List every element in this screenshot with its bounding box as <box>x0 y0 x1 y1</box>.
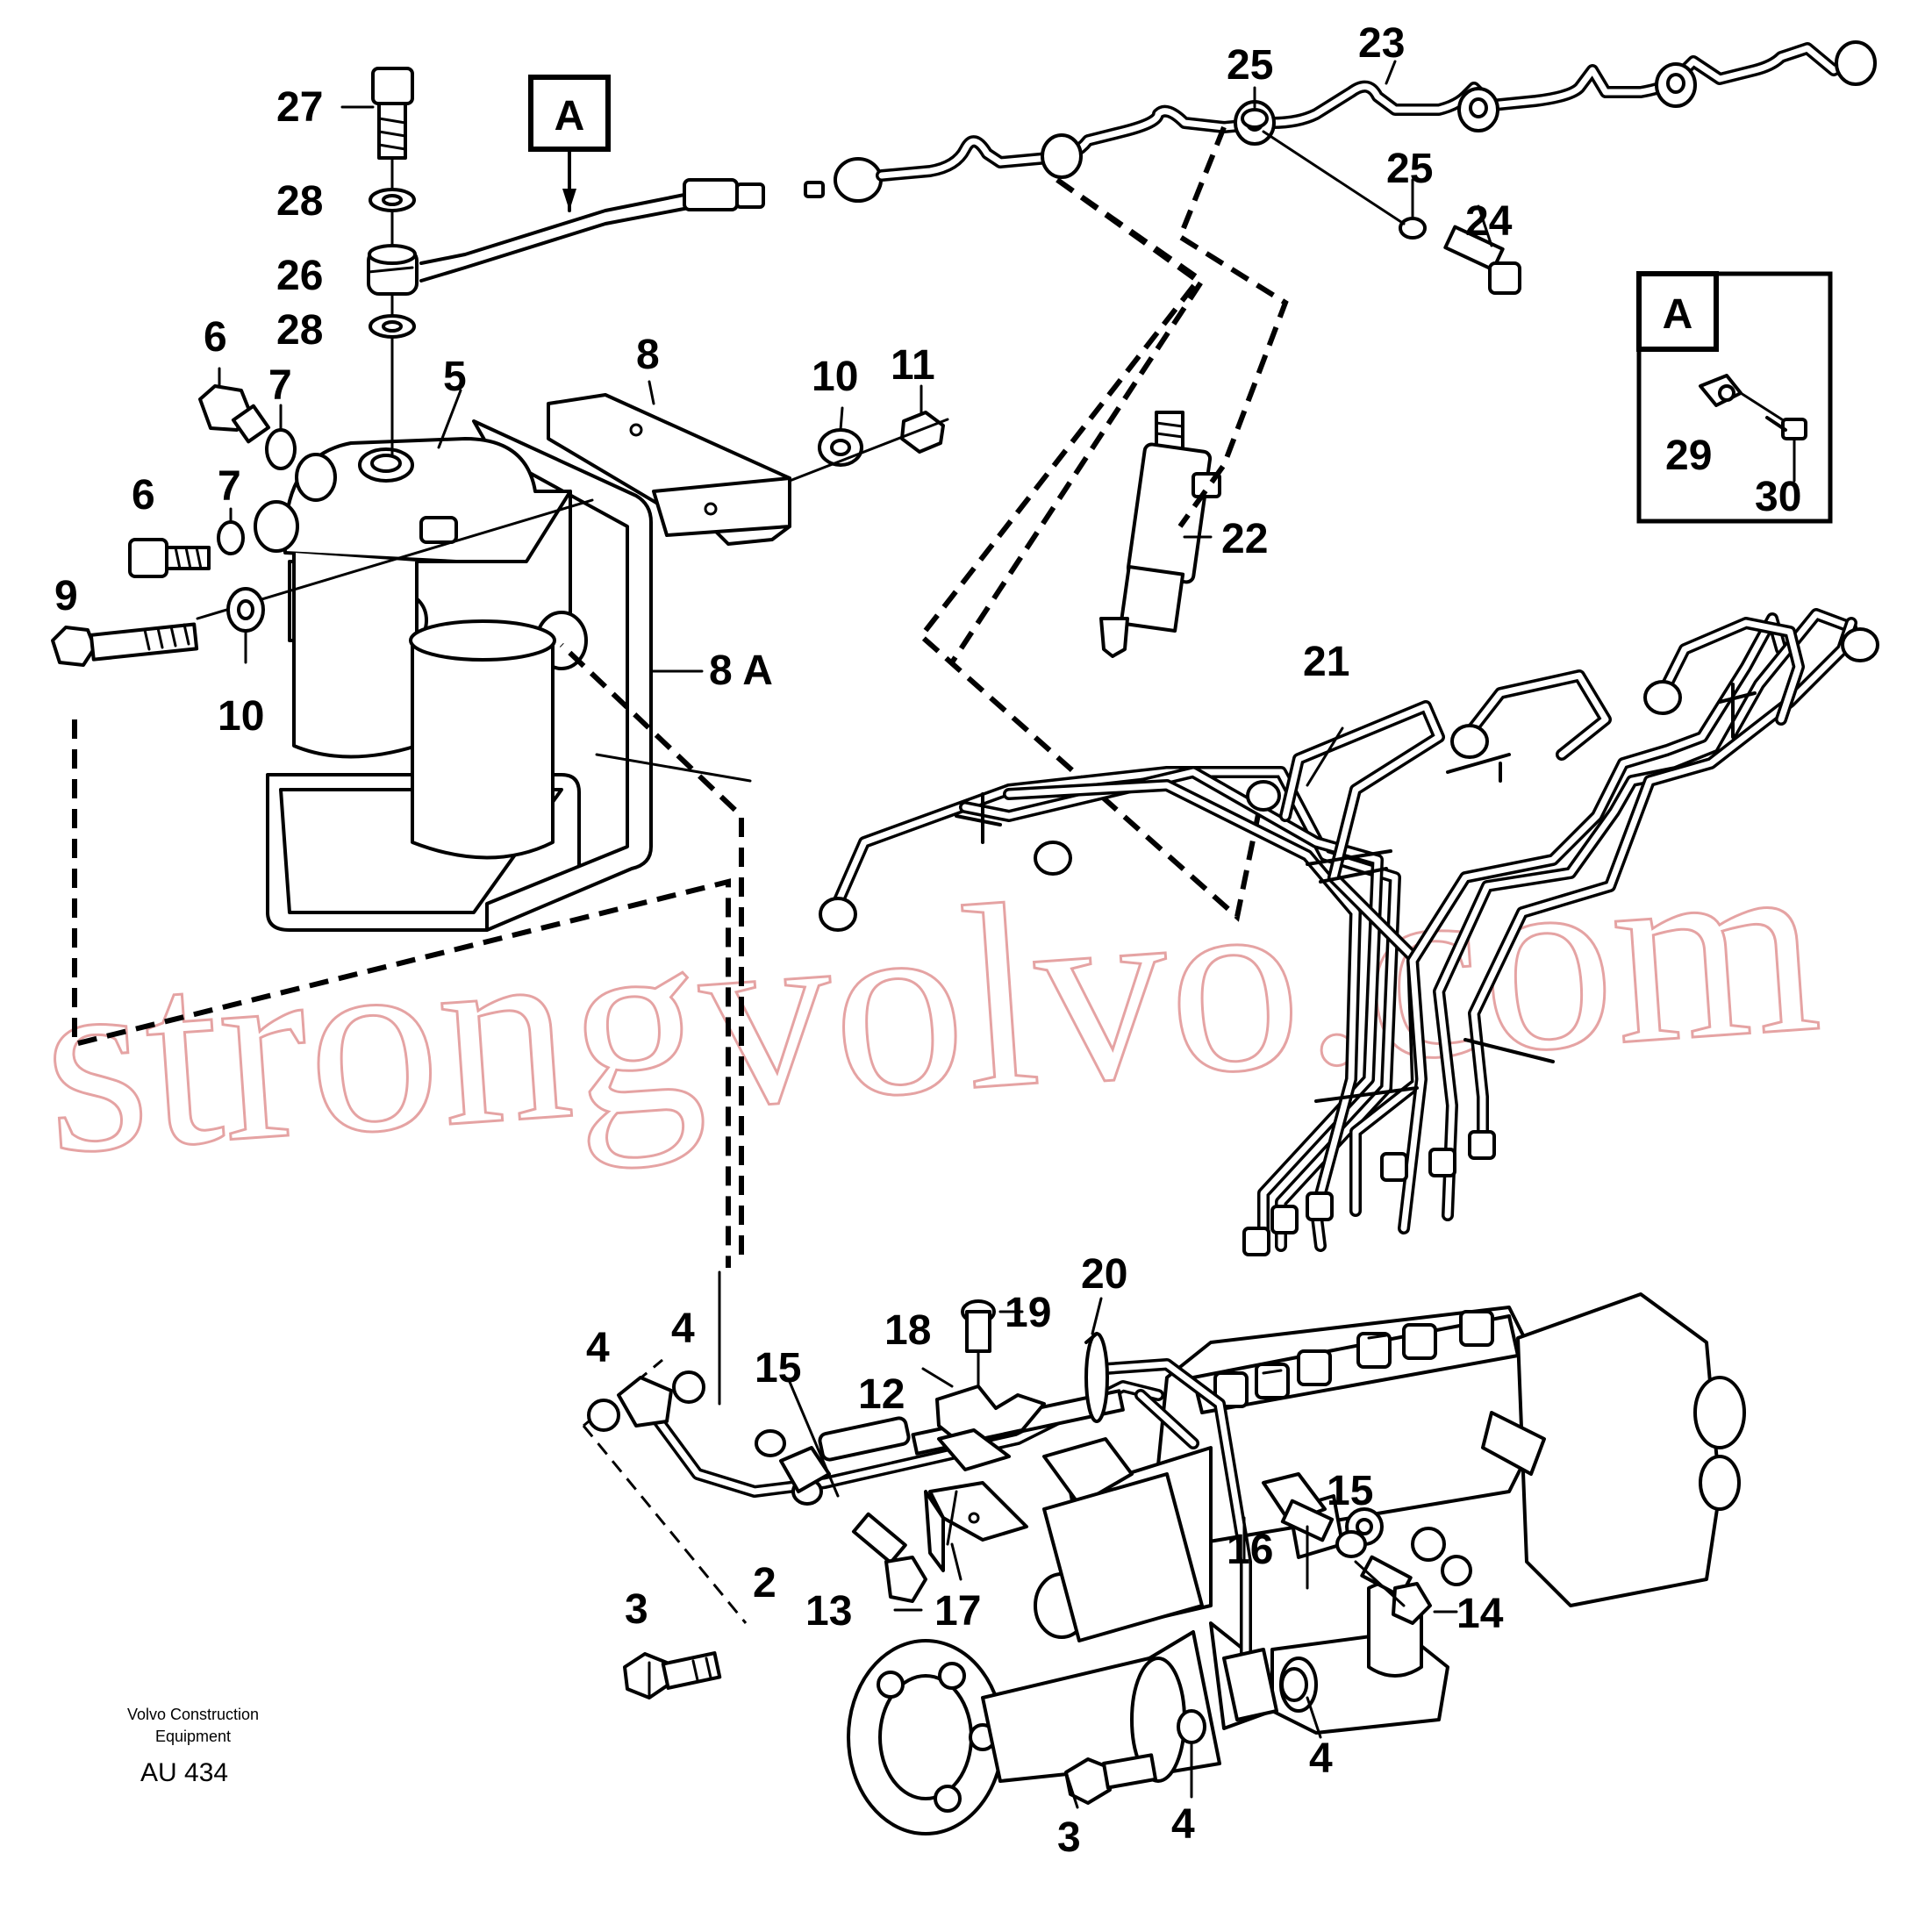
label-6-lower: 6 <box>132 472 155 519</box>
feed-line <box>617 1358 1278 1721</box>
label-12: 12 <box>858 1371 905 1418</box>
label-25-lower: 25 <box>1386 146 1433 192</box>
label-23: 23 <box>1358 20 1405 67</box>
svg-text:A: A <box>1663 291 1693 338</box>
label-4-d: 4 <box>1309 1735 1333 1782</box>
washer-25-upper <box>1241 108 1269 129</box>
label-29: 29 <box>1665 433 1712 479</box>
label-19: 19 <box>1005 1290 1051 1336</box>
callout-lines <box>218 60 1493 1809</box>
figure-code: AU 434 <box>140 1758 228 1787</box>
washer-4-d <box>1280 1667 1308 1702</box>
label-26: 26 <box>276 253 323 299</box>
washer-7-lower <box>217 520 245 555</box>
label-8a: 8 A <box>709 648 773 694</box>
clip-20 <box>1084 1332 1109 1423</box>
washer-10-left <box>226 587 265 633</box>
label-11: 11 <box>891 342 935 389</box>
label-25-upper: 25 <box>1227 42 1273 89</box>
washer-28-lower <box>369 314 416 339</box>
label-7-upper: 7 <box>268 362 292 409</box>
return-line <box>419 157 883 283</box>
label-16: 16 <box>1227 1527 1273 1573</box>
label-9: 9 <box>54 573 78 619</box>
svg-text:A: A <box>555 93 585 140</box>
label-6-upper: 6 <box>204 314 227 361</box>
washer-4-a <box>587 1399 620 1432</box>
label-13: 13 <box>805 1588 852 1635</box>
detail-box-a: A <box>1636 271 1833 524</box>
filter-cartridge-rear <box>292 553 419 759</box>
bolt-6-upper <box>198 384 271 444</box>
label-10-left: 10 <box>218 693 264 740</box>
label-2: 2 <box>753 1560 776 1606</box>
clamp-18 <box>935 1385 1046 1471</box>
washer-15-right <box>1335 1530 1367 1558</box>
label-4-a: 4 <box>586 1325 610 1371</box>
label-20: 20 <box>1081 1251 1127 1298</box>
injection-pipes <box>819 608 1879 1256</box>
banjo-bolt-27 <box>371 67 414 458</box>
banjo-bolt-24 <box>1443 225 1521 295</box>
label-15-right: 15 <box>1327 1468 1373 1514</box>
part-labels: 27 28 26 28 6 7 5 8 10 11 6 7 9 10 8 A 2… <box>54 20 1801 1861</box>
caption: Volvo Construction Equipment AU 434 <box>127 1706 259 1787</box>
caption-line-1: Volvo Construction <box>127 1706 259 1723</box>
bolt-3-left <box>623 1651 722 1699</box>
washer-4-c <box>1177 1709 1206 1744</box>
label-10-right: 10 <box>812 354 858 400</box>
label-15-left: 15 <box>755 1345 801 1392</box>
label-3-left: 3 <box>625 1586 648 1633</box>
bolt-3-bottom <box>1064 1753 1158 1805</box>
label-4-c: 4 <box>1171 1801 1195 1848</box>
label-3-bottom: 3 <box>1057 1814 1081 1861</box>
bracket-17 <box>924 1481 1028 1572</box>
label-28-upper: 28 <box>276 178 323 225</box>
washer-4-b <box>672 1370 705 1404</box>
washer-15-left-upper <box>755 1429 786 1457</box>
pipe-clip-icon <box>1699 374 1786 423</box>
injector <box>1099 411 1221 658</box>
label-30: 30 <box>1755 474 1801 520</box>
label-14: 14 <box>1456 1591 1504 1637</box>
washer-7-upper <box>265 428 297 470</box>
label-4-b: 4 <box>671 1306 695 1352</box>
label-24: 24 <box>1465 198 1513 245</box>
label-27: 27 <box>276 84 323 131</box>
caption-line-2: Equipment <box>155 1728 231 1745</box>
banjo-bolt-14 <box>1360 1555 1432 1625</box>
delivery-valve-holders <box>1213 1310 1494 1408</box>
mounting-plate <box>547 393 791 546</box>
clip-bolt-icon <box>1765 416 1807 483</box>
label-22: 22 <box>1221 516 1268 562</box>
banjo-fitting-26 <box>367 244 419 296</box>
label-7-lower: 7 <box>218 463 241 510</box>
filter-cartridge-front <box>409 619 556 860</box>
long-bolt-9 <box>51 498 594 667</box>
label-21: 21 <box>1303 639 1349 685</box>
nut-11 <box>788 411 949 483</box>
label-28-lower: 28 <box>276 307 323 354</box>
label-17: 17 <box>934 1588 981 1635</box>
drive-flange <box>847 1630 1221 1835</box>
label-8: 8 <box>636 332 660 378</box>
bolt-6-lower <box>128 538 211 578</box>
banjo-bolt-13 <box>851 1512 927 1603</box>
label-5: 5 <box>443 354 467 400</box>
bolt-19 <box>961 1299 996 1388</box>
washer-28-upper <box>369 188 416 212</box>
overflow-valve-16 <box>1262 1472 1335 1542</box>
label-18: 18 <box>884 1307 931 1354</box>
callout-box-a: A <box>528 75 611 212</box>
